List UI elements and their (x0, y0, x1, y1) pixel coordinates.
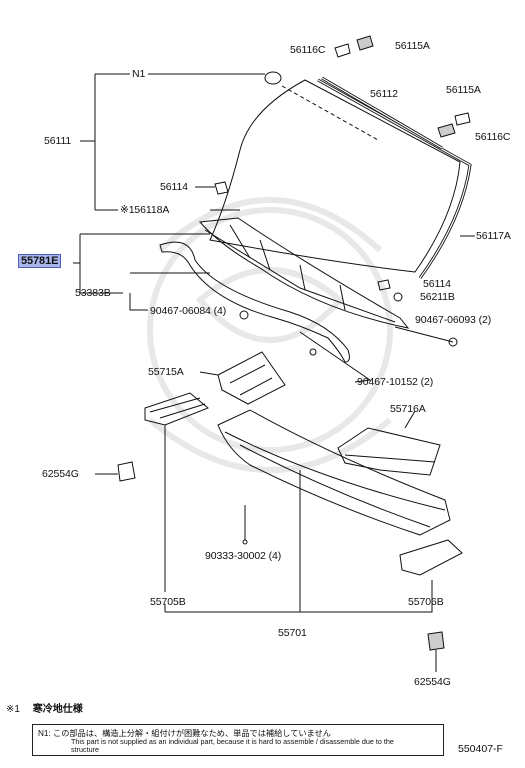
side-bracket-55706b (399, 539, 463, 576)
clip-56114-left (214, 181, 229, 195)
panel-55716a (337, 427, 441, 476)
label-56115a-top[interactable]: 56115A (395, 40, 430, 52)
cowl-louver (198, 217, 410, 329)
n1-note-box: N1: この部品は、構造上分解・組付けが困難なため、単品では補給していません T… (32, 724, 444, 756)
label-90333-30002[interactable]: 90333-30002 (4) (205, 550, 282, 562)
footnote-text: 寒冷地仕様 (32, 704, 83, 715)
clip-90467-06084 (239, 310, 249, 320)
watermark-emblem (147, 197, 393, 473)
label-53383b[interactable]: 53383B (75, 287, 111, 299)
clip-56115a-top (356, 35, 374, 51)
n1-note-english: This part is not supplied as an individu… (71, 737, 394, 754)
diagram-code: 550407-F (458, 743, 503, 755)
label-62554g-left[interactable]: 62554G (42, 468, 79, 480)
side-bracket-55705b (144, 392, 209, 426)
label-55715a[interactable]: 55715A (148, 366, 184, 378)
label-90467-10152[interactable]: 90467-10152 (2) (357, 376, 434, 388)
label-56112[interactable]: 56112 (370, 88, 398, 100)
highlighted-part-number[interactable]: 55781E (18, 254, 62, 268)
bracket-55715a (217, 351, 286, 405)
windshield-glass (209, 79, 461, 273)
label-56111[interactable]: 56111 (44, 135, 72, 147)
pad-62554g-bottom (427, 631, 445, 651)
pad-62554g-left (117, 461, 136, 482)
label-55701[interactable]: 55701 (278, 627, 307, 639)
footnote-mark: ※1 (6, 704, 20, 715)
label-55705b[interactable]: 55705B (150, 596, 186, 608)
nut-56211b (393, 292, 403, 302)
label-62554g-bottom[interactable]: 62554G (414, 676, 451, 688)
label-55781e[interactable]: 55781E (18, 254, 62, 268)
label-55706b[interactable]: 55706B (408, 596, 444, 608)
footnote: ※1 寒冷地仕様 (6, 700, 83, 715)
label-56116c-top[interactable]: 56116C (290, 44, 326, 56)
clip-56116c-top (334, 43, 351, 58)
n1-note-japanese: N1: この部品は、構造上分解・組付けが困難なため、単品では補給していません (38, 729, 331, 738)
label-90467-06093[interactable]: 90467-06093 (2) (415, 314, 492, 326)
label-56115a-right[interactable]: 56115A (446, 84, 481, 96)
clip-56116c-right (437, 123, 456, 138)
windshield-molding (317, 78, 472, 279)
label-56117a[interactable]: 56117A (476, 230, 511, 242)
label-56211b[interactable]: 56211B (420, 291, 455, 303)
label-90467-06084[interactable]: 90467-06084 (4) (150, 305, 227, 317)
label-56114-left[interactable]: 56114 (160, 181, 188, 193)
cowl-panel (217, 409, 451, 536)
label-56114-right[interactable]: 56114 (423, 278, 451, 290)
label-n1: N1 (132, 68, 146, 80)
label-156118a[interactable]: ※156118A (120, 204, 170, 216)
mirror-base (264, 71, 282, 85)
cowl-seal (159, 241, 350, 363)
label-56116c-right[interactable]: 56116C (475, 131, 511, 143)
label-55716a[interactable]: 55716A (390, 403, 426, 415)
clip-56115a-right (454, 112, 471, 126)
clip-56114-right (377, 279, 391, 291)
clip-90467-06093 (448, 337, 458, 347)
